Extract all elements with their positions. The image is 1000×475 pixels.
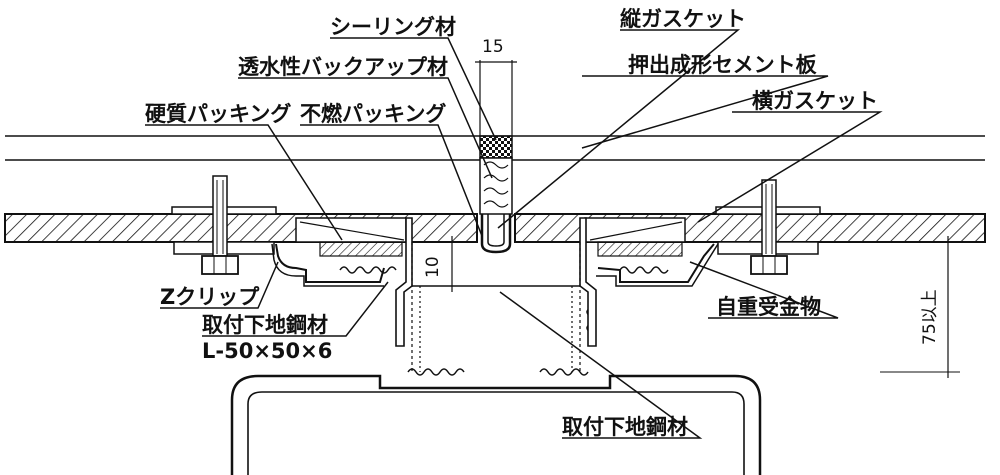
right-packing	[584, 217, 686, 257]
right-support	[596, 243, 719, 287]
leader-lines	[145, 29, 883, 439]
label-self-weight-support: 自重受金物	[716, 295, 821, 319]
right-bolt	[715, 179, 821, 275]
label-base-steel: 取付下地鋼材	[562, 415, 688, 439]
label-vertical-gasket: 縦ガスケット	[620, 7, 746, 31]
label-z-clip: Zクリップ	[160, 285, 260, 309]
left-angle-steel	[395, 217, 413, 372]
left-bolt	[171, 175, 277, 275]
label-nonflammable-packing: 不燃パッキング	[300, 102, 446, 126]
dim-overall-text: 75以上	[920, 289, 940, 345]
label-angle-steel: 取付下地鋼材	[202, 313, 328, 337]
hollow-section	[230, 374, 762, 475]
base-steel-block	[412, 285, 580, 372]
left-z-clip	[271, 243, 385, 287]
labels: シーリング材 透水性バックアップ材 硬質パッキング 不燃パッキング 縦ガスケット…	[145, 7, 878, 439]
vertical-joint	[479, 135, 513, 254]
dim-overall: 75以上	[880, 236, 960, 378]
label-hard-packing: 硬質パッキング	[145, 102, 291, 126]
dim-joint-width: 15	[475, 37, 517, 136]
weld-beads	[339, 266, 669, 376]
dim-clearance-text: 10	[423, 256, 443, 278]
hatched-slab	[4, 213, 986, 243]
left-packing	[295, 217, 407, 257]
dim-joint-width-text: 15	[482, 37, 504, 57]
label-angle-size: L-50×50×6	[202, 339, 332, 363]
label-horizontal-gasket: 横ガスケット	[752, 89, 878, 113]
label-backup: 透水性バックアップ材	[238, 55, 448, 79]
dim-clearance: 10	[418, 236, 470, 292]
label-ecp-panel: 押出成形セメント板	[628, 53, 818, 77]
label-sealing: シーリング材	[330, 15, 456, 39]
